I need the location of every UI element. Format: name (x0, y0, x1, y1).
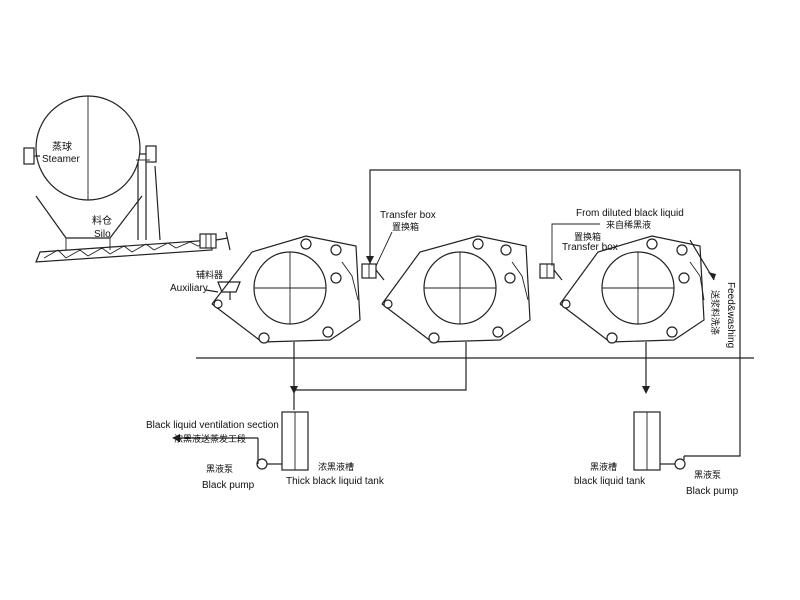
transfer-box-1 (361, 263, 385, 281)
tank-right-label-en: black liquid tank (574, 476, 646, 487)
transfer-box-1-label-en: Transfer box (380, 210, 436, 221)
screw-conveyor (35, 231, 231, 263)
diluted-label-cn: 来自稀黑液 (606, 219, 651, 230)
transfer-box-2 (539, 263, 563, 281)
thick-tank-label-en: Thick black liquid tank (286, 476, 385, 487)
black-pump-return-line (369, 169, 741, 457)
pump-left-label-en: Black pump (202, 480, 255, 491)
steamer-label-en: Steamer (42, 154, 80, 165)
ventilation-label-en: Black liquid ventilation section (146, 420, 279, 431)
silo-label-cn: 料仓 (92, 214, 112, 227)
transfer-box-2-label-en: Transfer box (562, 242, 618, 253)
transfer-box-2-label-cn: 置换箱 (574, 231, 601, 242)
silo (35, 162, 161, 250)
feed-washing-label-cn: 送浆料洗涤 (710, 290, 721, 335)
thick-tank-label-cn: 浓黑液槽 (318, 461, 354, 472)
feed-washing-label-en: Feed&washing (725, 282, 736, 348)
diluted-liquid-line (551, 223, 600, 266)
auxiliary-label-en: Auxiliary (170, 283, 208, 294)
pump-right-label-en: Black pump (686, 486, 739, 497)
washer-drum-1 (211, 235, 361, 344)
washer-drum-2 (381, 235, 531, 344)
black-liquid-tank (633, 411, 661, 471)
thick-black-liquid-tank (281, 411, 309, 471)
diluted-label-en: From diluted black liquid (576, 208, 684, 219)
transfer-box-1-leader (375, 231, 393, 267)
transfer-box-1-label-cn: 置换箱 (392, 221, 419, 232)
auxiliary-feeder (205, 281, 241, 300)
washer-drum-3 (559, 235, 705, 344)
feed-arrowhead (708, 272, 716, 280)
ventilation-label-cn: 浓黑液送蒸发工段 (174, 433, 246, 444)
pump-right-label-cn: 黑液泵 (694, 469, 721, 480)
drain-2 (294, 342, 467, 391)
tank-right-label-cn: 黑液槽 (590, 461, 617, 472)
black-pump-left (172, 434, 282, 470)
drain-3-arrow (642, 386, 650, 394)
steamer (23, 95, 157, 201)
auxiliary-label-cn: 辅料器 (196, 269, 223, 280)
return-arrowhead (366, 256, 374, 264)
pump-left-label-cn: 黑液泵 (206, 463, 233, 474)
steamer-label-cn: 蒸球 (52, 140, 72, 153)
black-pump-right (660, 456, 686, 470)
silo-label-en: Silo (94, 229, 111, 240)
